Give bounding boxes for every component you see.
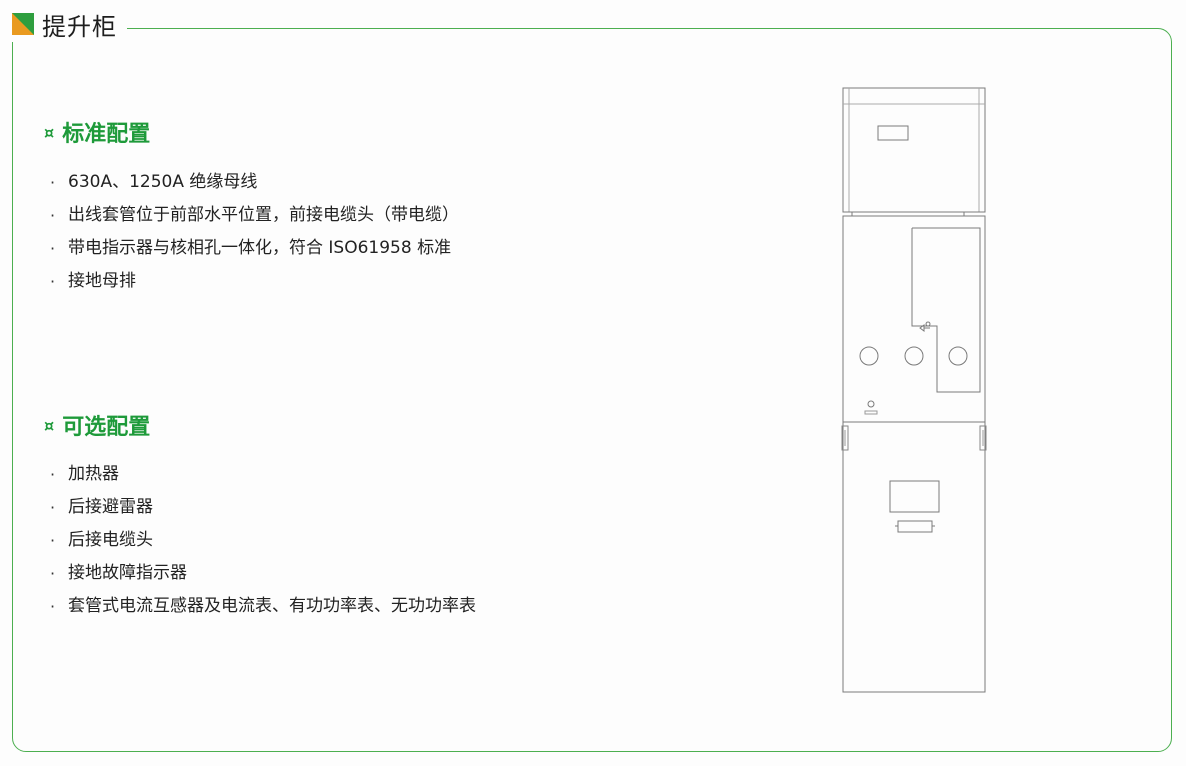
section-marker-icon: ¤ bbox=[44, 415, 55, 435]
optional-config-title: 可选配置 bbox=[62, 415, 151, 440]
list-item: ·套管式电流互感器及电流表、有功功率表、无功功率表 bbox=[50, 590, 476, 623]
list-item: ·带电指示器与核相孔一体化，符合 ISO61958 标准 bbox=[50, 232, 459, 265]
list-item: ·接地故障指示器 bbox=[50, 557, 476, 590]
list-item: ·出线套管位于前部水平位置，前接电缆头（带电缆） bbox=[50, 199, 459, 232]
bullet-icon: · bbox=[50, 206, 56, 225]
optional-config-list: ·加热器 ·后接避雷器 ·后接电缆头 ·接地故障指示器 ·套管式电流互感器及电流… bbox=[50, 458, 476, 623]
nameplate-window bbox=[889, 480, 940, 513]
mimic-panel-outline bbox=[911, 227, 981, 393]
bullet-icon: · bbox=[50, 465, 56, 484]
operation-hole-1 bbox=[859, 346, 879, 366]
list-item: ·接地母排 bbox=[50, 265, 459, 298]
right-hinge-icon bbox=[979, 425, 987, 451]
operation-hole-3 bbox=[948, 346, 968, 366]
header: 提升柜 bbox=[8, 6, 127, 42]
section-marker-icon: ¤ bbox=[44, 122, 55, 142]
standard-config-list: ·630A、1250A 绝缘母线 ·出线套管位于前部水平位置，前接电缆头（带电缆… bbox=[50, 166, 459, 298]
bullet-icon: · bbox=[50, 173, 56, 192]
list-item: ·后接电缆头 bbox=[50, 524, 476, 557]
list-item: ·加热器 bbox=[50, 458, 476, 491]
list-item: ·后接避雷器 bbox=[50, 491, 476, 524]
left-hinge-icon bbox=[841, 425, 849, 451]
cabinet-top-panel bbox=[842, 87, 986, 213]
indicator-lamp-icon bbox=[867, 400, 875, 408]
standard-config-title: 标准配置 bbox=[62, 122, 151, 147]
switch-symbol-icon bbox=[919, 321, 931, 332]
list-item: ·630A、1250A 绝缘母线 bbox=[50, 166, 459, 199]
switchgear-cabinet-drawing bbox=[841, 87, 987, 693]
cabinet-top-window bbox=[877, 125, 909, 141]
page-title: 提升柜 bbox=[42, 12, 117, 41]
bullet-icon: · bbox=[50, 564, 56, 583]
bullet-icon: · bbox=[50, 272, 56, 291]
bullet-icon: · bbox=[50, 597, 56, 616]
cabinet-lower-door bbox=[842, 421, 986, 693]
standard-config-heading: ¤ 标准配置 bbox=[44, 116, 150, 148]
bullet-icon: · bbox=[50, 498, 56, 517]
bullet-icon: · bbox=[50, 531, 56, 550]
operation-hole-2 bbox=[904, 346, 924, 366]
content-frame bbox=[12, 28, 1172, 752]
optional-config-heading: ¤ 可选配置 bbox=[44, 409, 150, 441]
logo-icon bbox=[12, 13, 34, 35]
cabinet-middle-panel bbox=[842, 215, 986, 423]
door-handle-icon bbox=[897, 520, 933, 533]
bullet-icon: · bbox=[50, 239, 56, 258]
